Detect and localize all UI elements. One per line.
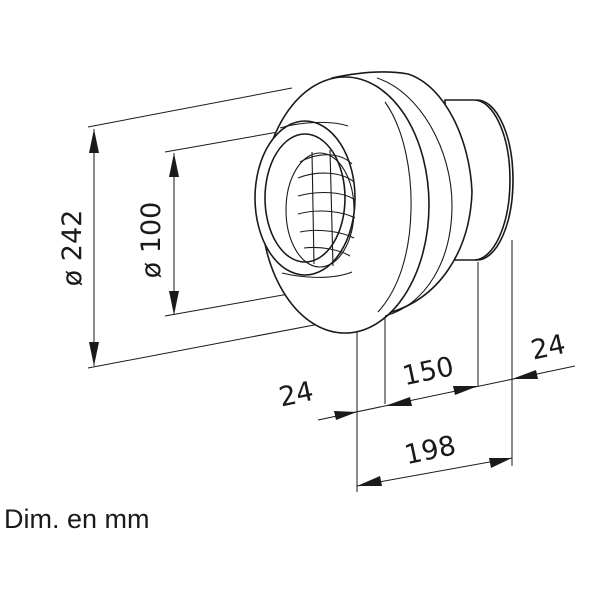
- dimension-inner-diameter: ø 100: [136, 153, 179, 315]
- front-spigot-inner: [264, 133, 346, 263]
- dim-inner-diameter-text: ø 100: [136, 202, 167, 279]
- impeller-opening: [285, 152, 355, 268]
- dim-spigot-back-text: 24: [528, 329, 568, 366]
- dim-spigot-front-text: 24: [276, 376, 316, 413]
- dim-total-length-text: 198: [402, 430, 459, 471]
- dimension-outer-diameter: ø 242: [57, 129, 99, 366]
- units-caption: Dim. en mm: [4, 504, 150, 534]
- dim-body-depth-text: 150: [400, 351, 457, 392]
- dimension-total-length: 198: [356, 430, 513, 487]
- dim-outer-diameter-text: ø 242: [57, 210, 88, 287]
- impeller-blades: [297, 149, 356, 267]
- fan-body: [254, 71, 514, 334]
- dimension-chain: 24 150 24: [276, 329, 576, 421]
